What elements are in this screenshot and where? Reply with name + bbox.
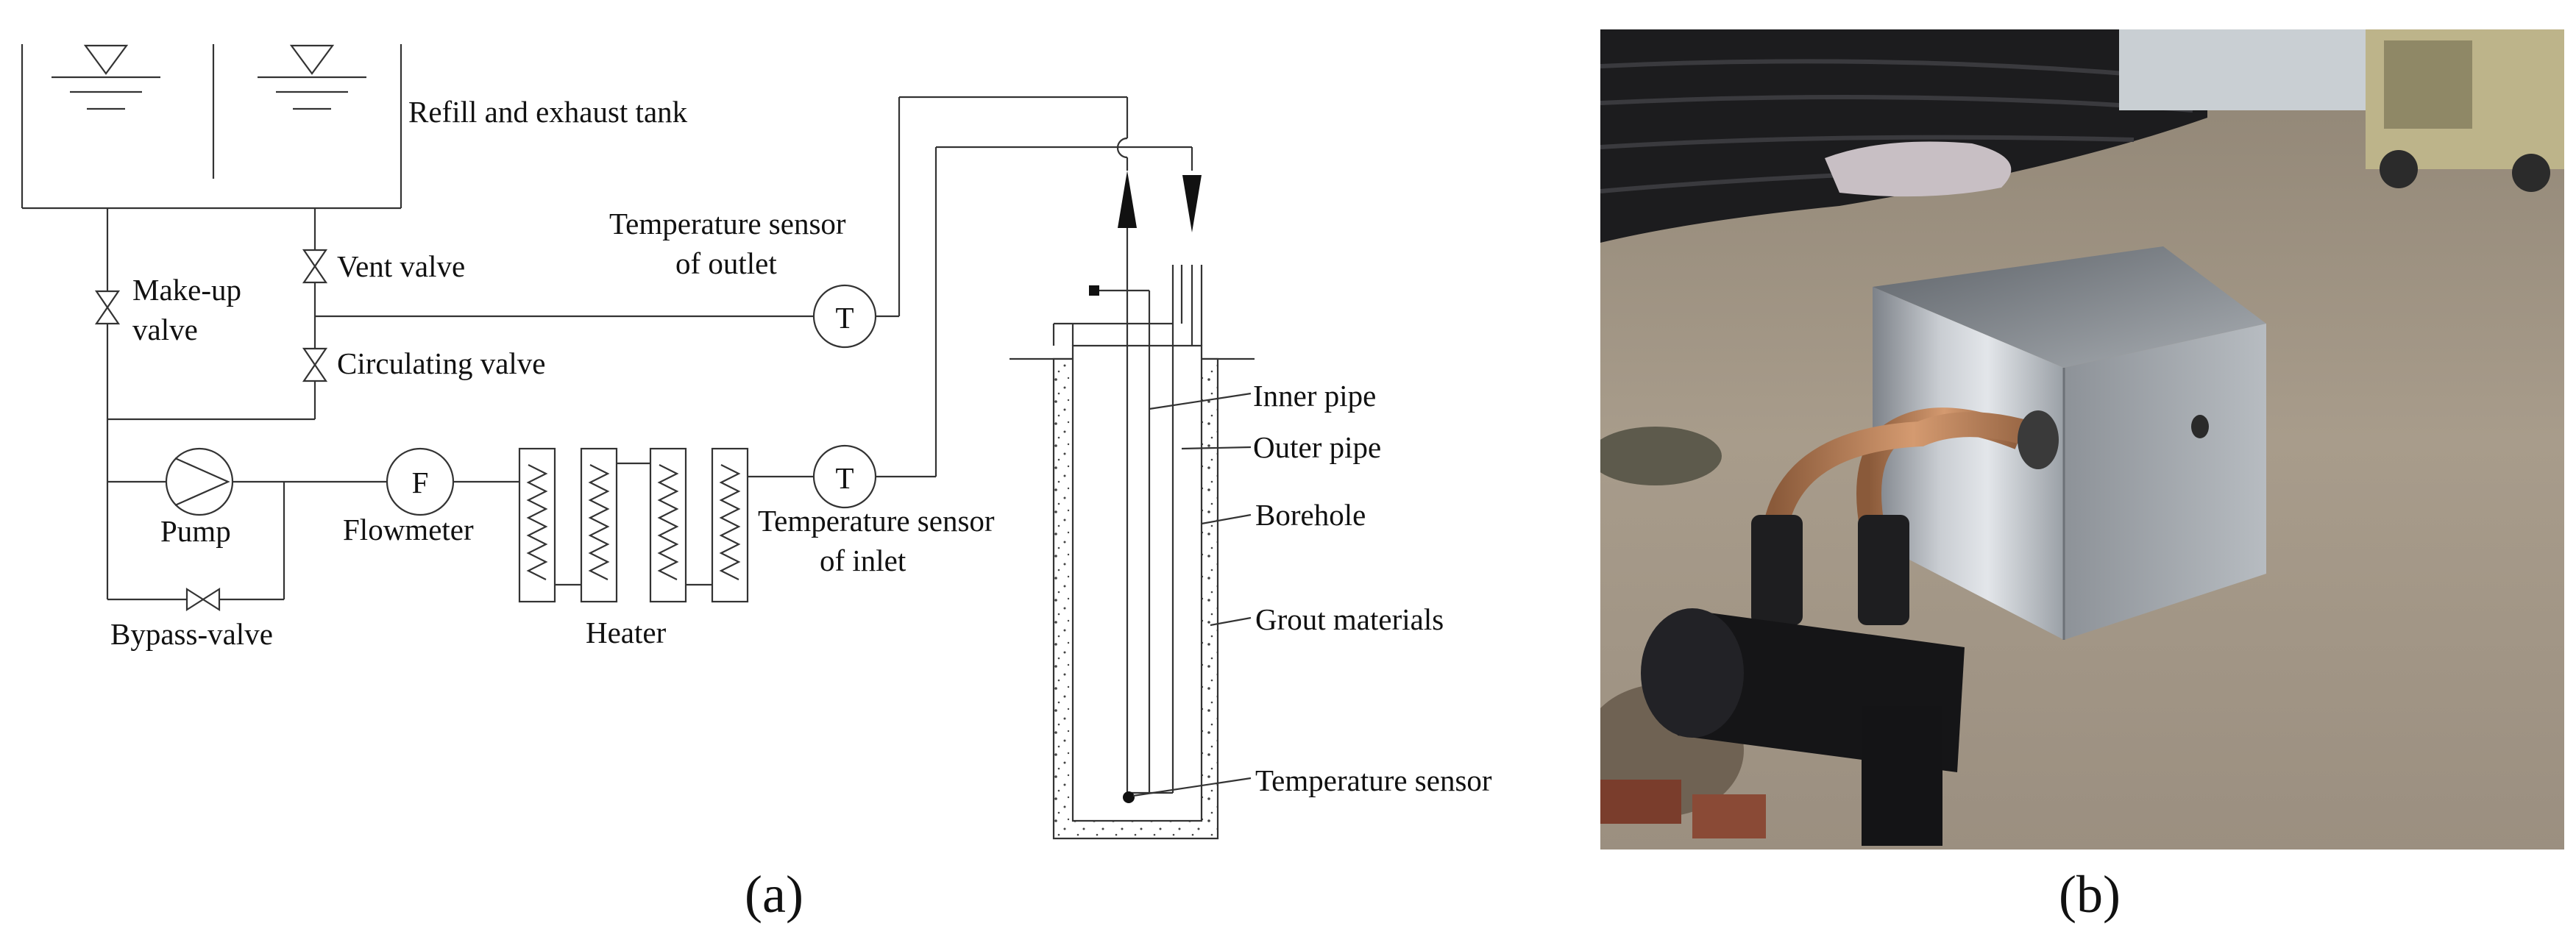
site-photo: (b) xyxy=(1600,29,2564,924)
pump-icon xyxy=(165,447,234,516)
inlet-sensor-letter: T xyxy=(835,461,854,495)
inner-pipe-label: Inner pipe xyxy=(1253,379,1376,413)
flow-up-arrow-icon xyxy=(1118,171,1137,254)
circulating-valve-icon xyxy=(302,347,328,382)
outlet-sensor-label-1: Temperature sensor xyxy=(609,207,846,241)
heater-label: Heater xyxy=(586,616,667,649)
inlet-temperature-sensor-icon: T xyxy=(812,444,877,509)
water-level-left-icon xyxy=(52,44,160,110)
bottom-sensor-label: Temperature sensor xyxy=(1255,763,1492,797)
schematic-panel: Refill and exhaust tank Make-up valve Ve… xyxy=(21,44,1492,924)
inlet-sensor-label-1: Temperature sensor xyxy=(758,504,995,538)
make-up-label-1: Make-up xyxy=(132,273,241,307)
make-up-valve-icon xyxy=(94,290,121,325)
borehole-label: Borehole xyxy=(1255,498,1366,532)
vent-valve-label: Vent valve xyxy=(337,249,465,283)
circulating-valve-label: Circulating valve xyxy=(337,346,546,380)
panel-a-caption: (a) xyxy=(745,865,803,924)
tank-label: Refill and exhaust tank xyxy=(408,95,688,129)
inlet-sensor-label-2: of inlet xyxy=(820,544,906,577)
flowmeter-label: Flowmeter xyxy=(343,513,474,546)
grout-label: Grout materials xyxy=(1255,602,1444,636)
borehole-well xyxy=(1010,254,1255,840)
refill-exhaust-tank: Refill and exhaust tank xyxy=(21,44,688,210)
pump-label: Pump xyxy=(160,514,231,548)
flowmeter-letter: F xyxy=(412,466,429,499)
outlet-temperature-sensor-icon: T xyxy=(812,284,877,349)
panel-b-caption: (b) xyxy=(2059,865,2121,924)
heater-icon xyxy=(518,447,814,603)
bypass-valve-label: Bypass-valve xyxy=(110,617,273,651)
outlet-sensor-label-2: of outlet xyxy=(675,246,777,280)
flow-down-arrow-icon xyxy=(1182,175,1202,232)
flowmeter-icon: F xyxy=(386,447,455,516)
outlet-sensor-letter: T xyxy=(835,301,854,335)
bottom-temperature-sensor-icon xyxy=(1123,791,1135,803)
make-up-label-2: valve xyxy=(132,313,198,346)
bypass-valve-icon xyxy=(185,587,221,612)
water-level-right-icon xyxy=(258,44,366,110)
outer-pipe-label: Outer pipe xyxy=(1253,430,1381,464)
vent-valve-icon xyxy=(302,249,328,284)
